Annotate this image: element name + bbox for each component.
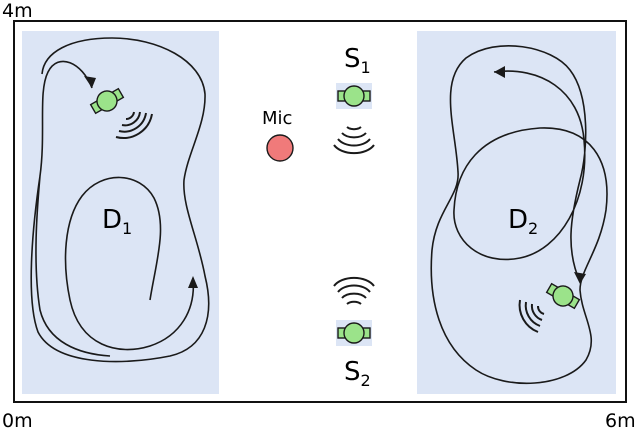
label-4m: 4m — [2, 0, 33, 22]
trajectory-d1-inner-loop — [64, 176, 195, 351]
speaker-s1-label: S1 — [344, 44, 371, 77]
arrowhead-d1-right — [188, 276, 198, 288]
arrowhead-d1-top — [84, 76, 96, 88]
label-0m: 0m — [2, 410, 33, 429]
speaker-s1 — [337, 85, 371, 107]
room-boundary — [13, 20, 627, 403]
sound-waves-d2 — [518, 299, 545, 333]
microphone — [266, 134, 294, 162]
speaker-s2 — [337, 322, 371, 344]
mic-label: Mic — [262, 108, 292, 129]
label-6m: 6m — [605, 410, 636, 429]
sound-waves-d1 — [115, 111, 153, 139]
robot-speaker-d2 — [545, 282, 581, 310]
robot-speaker-d1 — [89, 87, 125, 115]
trajectory-d1 — [30, 37, 210, 363]
sound-waves-s2 — [333, 276, 375, 305]
arrowhead-d2-right — [574, 272, 586, 284]
zone-d1-label: D1 — [102, 205, 132, 238]
speaker-s2-label: S2 — [344, 357, 371, 390]
sound-waves-s1 — [333, 126, 375, 155]
zone-d2-label: D2 — [508, 205, 538, 238]
arrowhead-d2-top — [494, 66, 505, 78]
trajectory-d2 — [430, 45, 608, 385]
